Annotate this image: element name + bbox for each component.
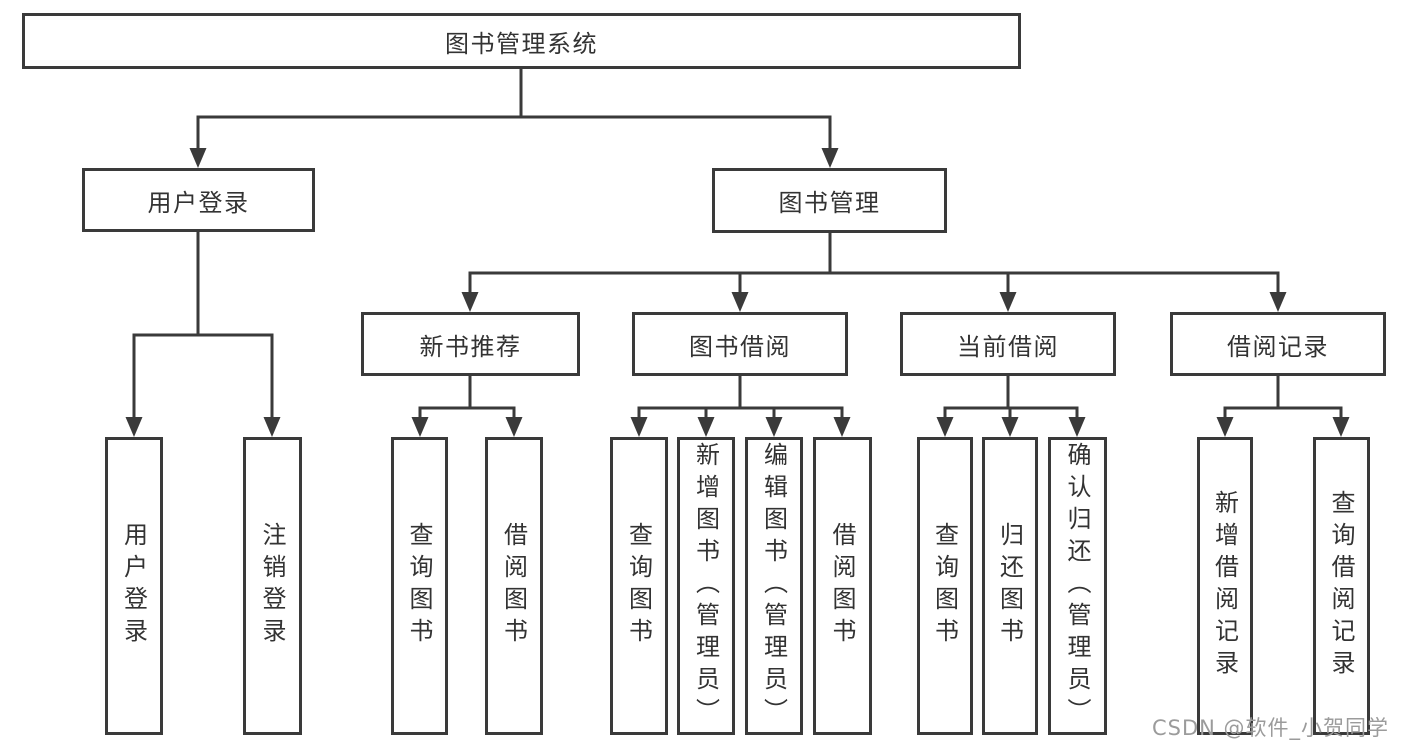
leaf-edit-books-admin: 编辑图书（管理员） xyxy=(745,437,803,735)
leaf-return-books: 归还图书 xyxy=(982,437,1038,735)
leaf-logout: 注销登录 xyxy=(243,437,302,735)
node-library-management-system: 图书管理系统 xyxy=(22,13,1021,69)
node-current-borrow: 当前借阅 xyxy=(900,312,1116,376)
leaf-add-borrow-record: 新增借阅记录 xyxy=(1197,437,1253,735)
watermark: CSDN @软件_小贺同学 xyxy=(1152,716,1390,740)
leaf-user-login: 用户登录 xyxy=(105,437,163,735)
node-user-login: 用户登录 xyxy=(82,168,315,232)
node-borrow-records: 借阅记录 xyxy=(1170,312,1386,376)
node-new-book-recommend: 新书推荐 xyxy=(361,312,580,376)
leaf-query-books-3: 查询图书 xyxy=(917,437,973,735)
leaf-borrow-books-2: 借阅图书 xyxy=(813,437,872,735)
node-book-management: 图书管理 xyxy=(712,168,947,233)
leaf-query-borrow-record: 查询借阅记录 xyxy=(1313,437,1370,735)
leaf-query-books-2: 查询图书 xyxy=(610,437,668,735)
node-book-borrow: 图书借阅 xyxy=(632,312,848,376)
leaf-add-books-admin: 新增图书（管理员） xyxy=(677,437,735,735)
leaf-borrow-books: 借阅图书 xyxy=(485,437,543,735)
leaf-query-books: 查询图书 xyxy=(391,437,448,735)
arrowheads xyxy=(125,148,1350,437)
leaf-confirm-return-admin: 确认归还（管理员） xyxy=(1048,437,1107,735)
